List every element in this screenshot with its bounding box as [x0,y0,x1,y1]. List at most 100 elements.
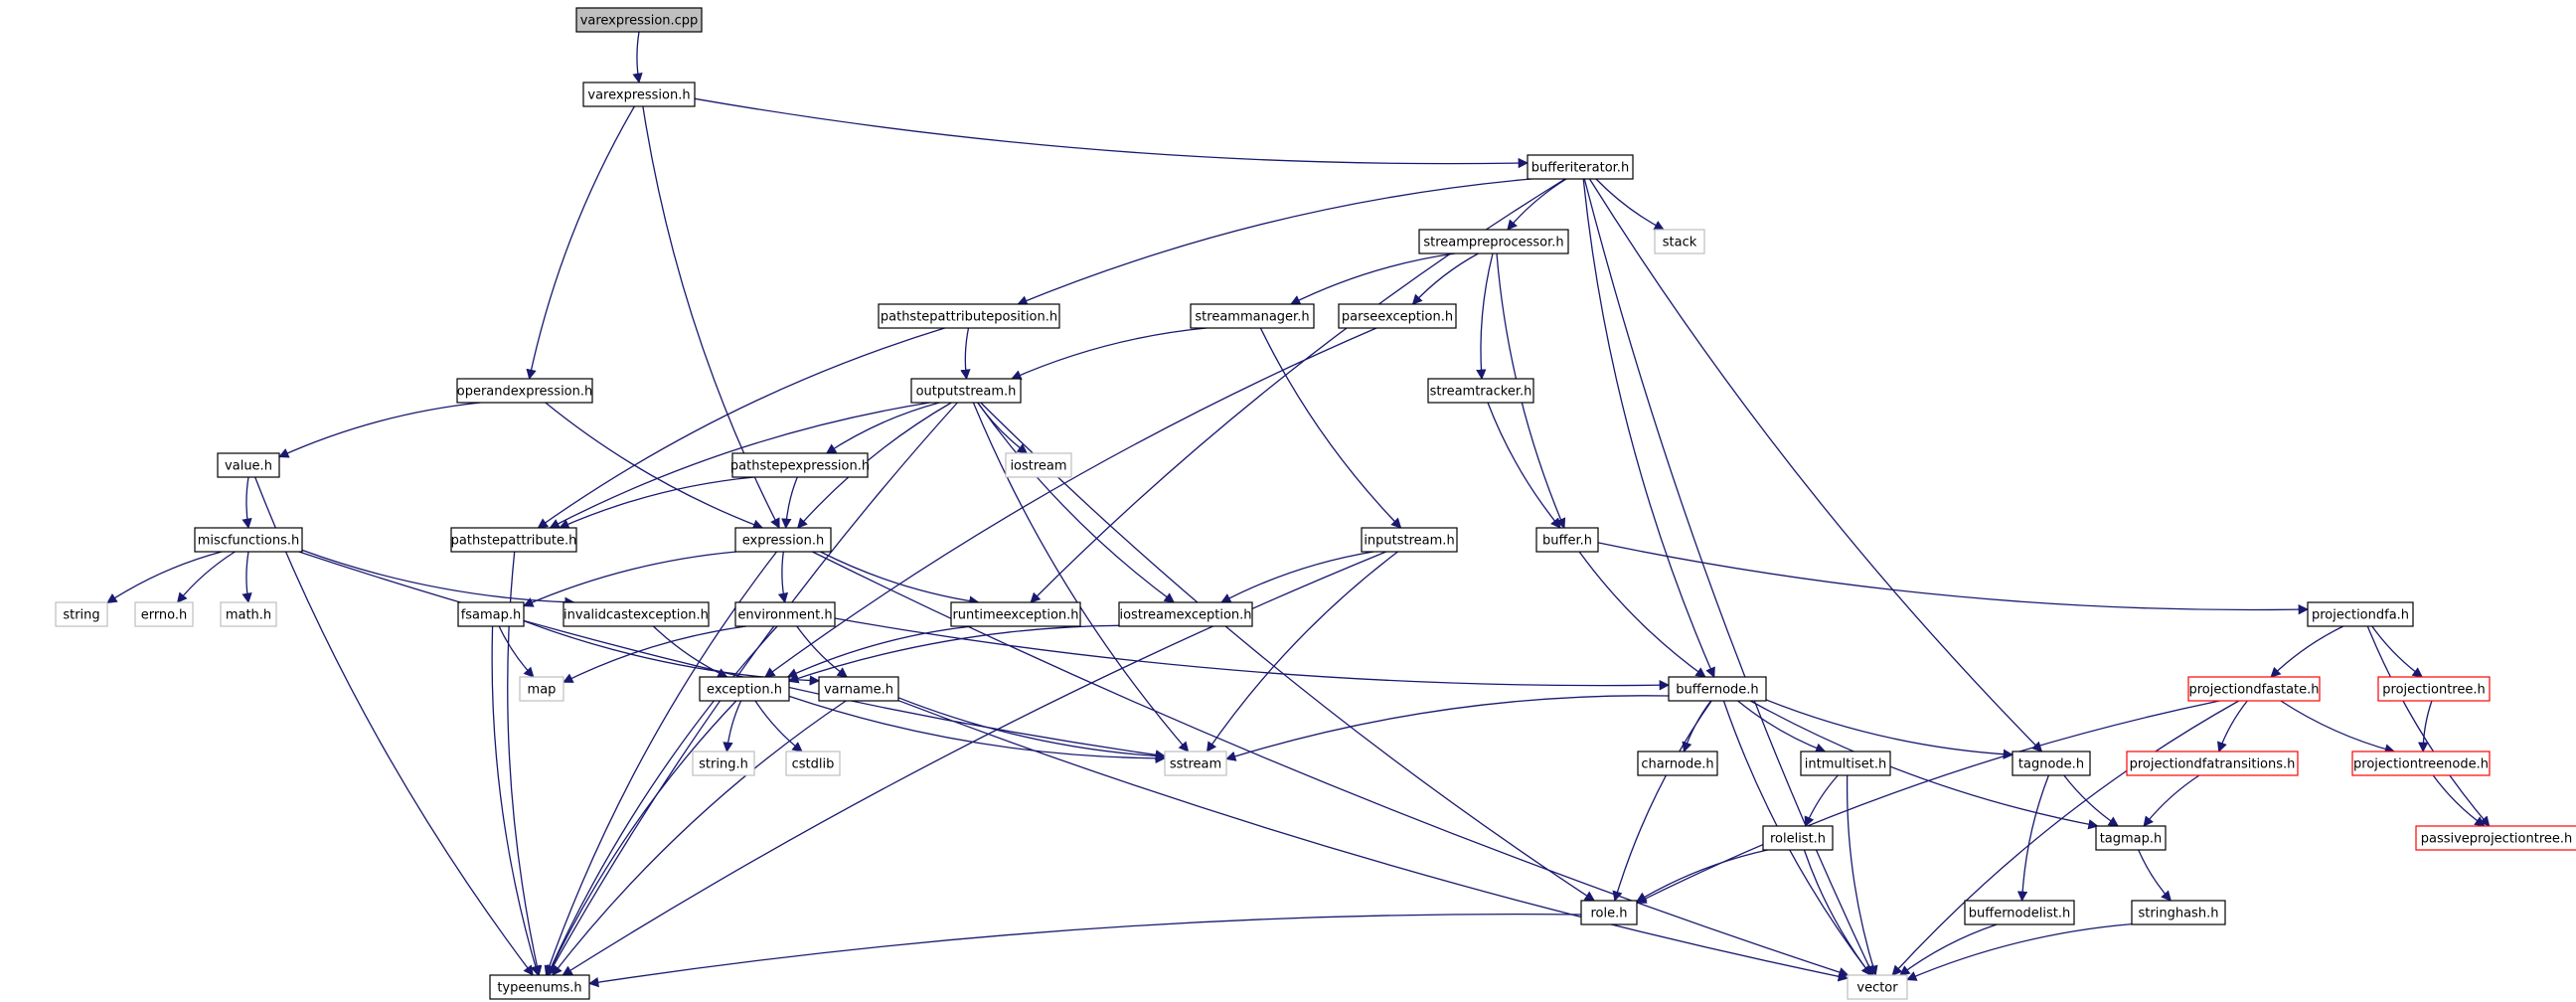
node-operandexpression_h[interactable]: operandexpression.h [456,378,593,404]
node-box-iostream [1005,452,1072,478]
node-box-environment_h [734,601,836,627]
node-passiveprojectiontree_h[interactable]: passiveprojectiontree.h [2415,825,2576,851]
node-box-value_h [217,452,280,478]
edge-buffer_h-to-projectiondfa_h [1597,542,2310,615]
node-typeenums_h[interactable]: typeenums.h [489,974,590,1000]
node-buffernode_h[interactable]: buffernode.h [1668,676,1767,702]
node-box-inputstream_h [1361,527,1458,553]
node-charnode_h[interactable]: charnode.h [1637,751,1718,776]
edge-buffer_h-to-buffernode_h [1578,551,1706,678]
node-stringhash_h[interactable]: stringhash.h [2131,900,2226,925]
edge-streamtracker_h-to-buffer_h [1487,402,1561,529]
edge-bufferiterator_h-to-buffernode_h [1582,178,1715,678]
node-expression_h[interactable]: expression.h [734,527,832,553]
edge-operandexpression_h-to-value_h [278,402,481,458]
node-box-iostreamexception_h [1118,601,1253,627]
node-label-vector: vector [1856,981,1898,996]
node-label-role_h: role.h [1591,907,1628,921]
node-outputstream_h[interactable]: outputstream.h [910,378,1022,404]
edge-buffernode_h-to-intmultiset_h [1737,700,1827,753]
node-bufferiterator_h[interactable]: bufferiterator.h [1527,154,1634,180]
node-box-string_h [692,751,755,776]
node-role_h[interactable]: role.h [1580,900,1638,925]
edge-streampreprocessor_h-to-parseexception_h [1411,252,1479,305]
node-label-cstdlib: cstdlib [792,757,835,772]
edge-expression_h-to-environment_h [777,551,789,604]
edge-outputstream_h-to-pathstepattribute_h [549,402,930,529]
node-iostreamexception_h[interactable]: iostreamexception.h [1118,601,1253,627]
edge-exception_h-to-typeenums_h [547,700,737,976]
edge-buffernode_h-to-tagmap_h [1749,700,2099,830]
edge-tagnode_h-to-buffernodelist_h [2016,774,2050,903]
node-box-projectiontreenode_h [2351,751,2491,776]
node-fsamap_h[interactable]: fsamap.h [457,601,525,627]
node-box-charnode_h [1637,751,1718,776]
edge-inputstream_h-to-sstream [1206,551,1398,752]
node-parseexception_h[interactable]: parseexception.h [1338,303,1457,329]
edge-streampreprocessor_h-to-streammanager_h [1289,252,1456,305]
node-varname_h[interactable]: varname.h [818,676,899,702]
node-intmultiset_h[interactable]: intmultiset.h [1800,751,1891,776]
edge-tagmap_h-to-stringhash_h [2138,849,2172,902]
node-label-invalidcastexception_h: invalidcastexception.h [564,608,709,623]
node-streampreprocessor_h[interactable]: streampreprocessor.h [1418,229,1569,254]
node-streamtracker_h[interactable]: streamtracker.h [1427,378,1534,404]
node-miscfunctions_h[interactable]: miscfunctions.h [194,527,303,553]
edge-projectiontreenode_h-to-passiveprojectiontree_h [2432,774,2486,827]
node-sstream: sstream [1164,751,1227,776]
node-tagmap_h[interactable]: tagmap.h [2095,825,2167,851]
node-projectiontreenode_h[interactable]: projectiontreenode.h [2351,751,2491,776]
node-errno_h: errno.h [134,601,194,627]
node-box-tagnode_h [2012,751,2091,776]
node-projectiondfatransitions_h[interactable]: projectiondfatransitions.h [2126,751,2299,776]
node-box-stack [1654,229,1705,254]
node-buffer_h[interactable]: buffer.h [1535,527,1599,553]
node-label-pathstepattribute_h: pathstepattribute.h [451,534,577,549]
node-value_h[interactable]: value.h [217,452,280,478]
node-label-projectiontreenode_h: projectiontreenode.h [2353,757,2489,772]
node-exception_h[interactable]: exception.h [699,676,790,702]
node-box-map [519,676,564,702]
node-runtimeexception_h[interactable]: runtimeexception.h [950,601,1081,627]
node-varexpression_h[interactable]: varexpression.h [582,82,696,107]
node-box-projectiondfastate_h [2187,676,2321,702]
node-environment_h[interactable]: environment.h [734,601,836,627]
node-label-parseexception_h: parseexception.h [1342,310,1453,325]
edge-environment_h-to-typeenums_h [547,625,778,976]
edge-miscfunctions_h-to-math_h [242,551,252,604]
node-label-map: map [528,683,557,698]
node-box-sstream [1164,751,1227,776]
node-label-outputstream_h: outputstream.h [916,385,1017,400]
node-label-sstream: sstream [1170,757,1221,772]
edge-streammanager_h-to-outputstream_h [1011,327,1207,380]
node-projectiondfastate_h[interactable]: projectiondfastate.h [2187,676,2321,702]
node-rolelist_h[interactable]: rolelist.h [1762,825,1834,851]
node-projectiondfa_h[interactable]: projectiondfa.h [2307,601,2414,627]
node-box-math_h [220,601,277,627]
node-inputstream_h[interactable]: inputstream.h [1361,527,1458,553]
edge-expression_h-to-runtimeexception_h [820,551,980,606]
node-box-typeenums_h [489,974,590,1000]
node-label-buffer_h: buffer.h [1542,534,1592,549]
edge-expression_h-to-fsamap_h [523,551,737,607]
node-projectiontree_h[interactable]: projectiontree.h [2377,676,2491,702]
node-pathstepexpression_h[interactable]: pathstepexpression.h [730,452,870,478]
node-pathstepattribute_h[interactable]: pathstepattribute.h [450,527,577,553]
node-tagnode_h[interactable]: tagnode.h [2012,751,2091,776]
edge-tagnode_h-to-tagmap_h [2063,774,2120,827]
node-box-varexpression_h [582,82,696,107]
node-label-operandexpression_h: operandexpression.h [457,385,593,400]
node-label-string: string [63,608,99,623]
edge-pathstepattributeposition_h-to-outputstream_h [960,327,971,381]
edge-environment_h-to-map [563,625,746,683]
node-streammanager_h[interactable]: streammanager.h [1190,303,1315,329]
node-box-fsamap_h [457,601,525,627]
node-box-bufferiterator_h [1527,154,1634,180]
node-pathstepattributeposition_h[interactable]: pathstepattributeposition.h [878,303,1060,329]
node-label-pathstepexpression_h: pathstepexpression.h [730,459,870,474]
node-box-parseexception_h [1338,303,1457,329]
edge-environment_h-to-buffernode_h [834,617,1671,691]
node-buffernodelist_h[interactable]: buffernodelist.h [1964,900,2075,925]
node-invalidcastexception_h[interactable]: invalidcastexception.h [563,601,710,627]
